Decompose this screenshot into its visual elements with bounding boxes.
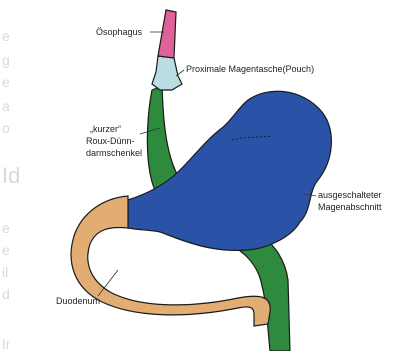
label-excluded-line-1: ausgeschalteter (318, 190, 382, 201)
label-roux-line-3: darmschenkel (86, 148, 142, 159)
label-duodenum: Duodenum (56, 296, 100, 307)
label-esophagus: Ösophagus (96, 27, 142, 38)
label-roux-line-2: Roux-Dünn- (86, 136, 135, 147)
gastric-pouch (152, 56, 182, 90)
label-excluded-line-2: Magenabschnitt (318, 202, 382, 213)
esophagus-shape (158, 10, 176, 58)
label-roux-line-1: „kurzer“ (90, 124, 121, 135)
label-pouch: Proximale Magentasche(Pouch) (186, 64, 314, 75)
